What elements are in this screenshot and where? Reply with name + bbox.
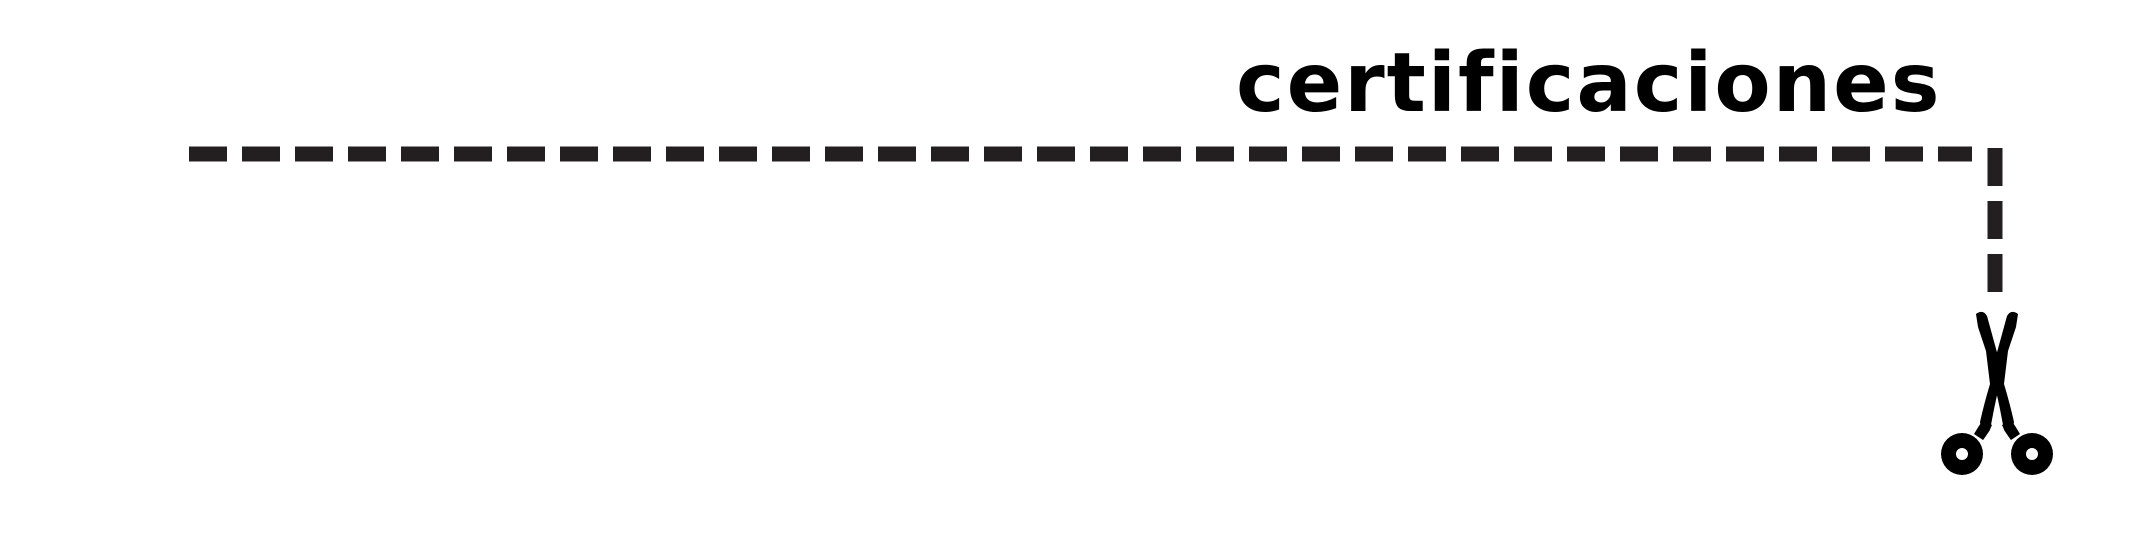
scissors-left-neck [1974,420,1992,440]
scissors-left-handle [1941,433,1983,475]
scissors-right-blade [1995,311,2018,440]
scissors-right-neck [2002,420,2020,440]
scissors-right-handle [2011,433,2053,475]
section-heading: certificaciones [1236,36,1942,131]
scissors-left-blade [1976,311,1999,440]
scissors-icon [1941,311,2053,475]
